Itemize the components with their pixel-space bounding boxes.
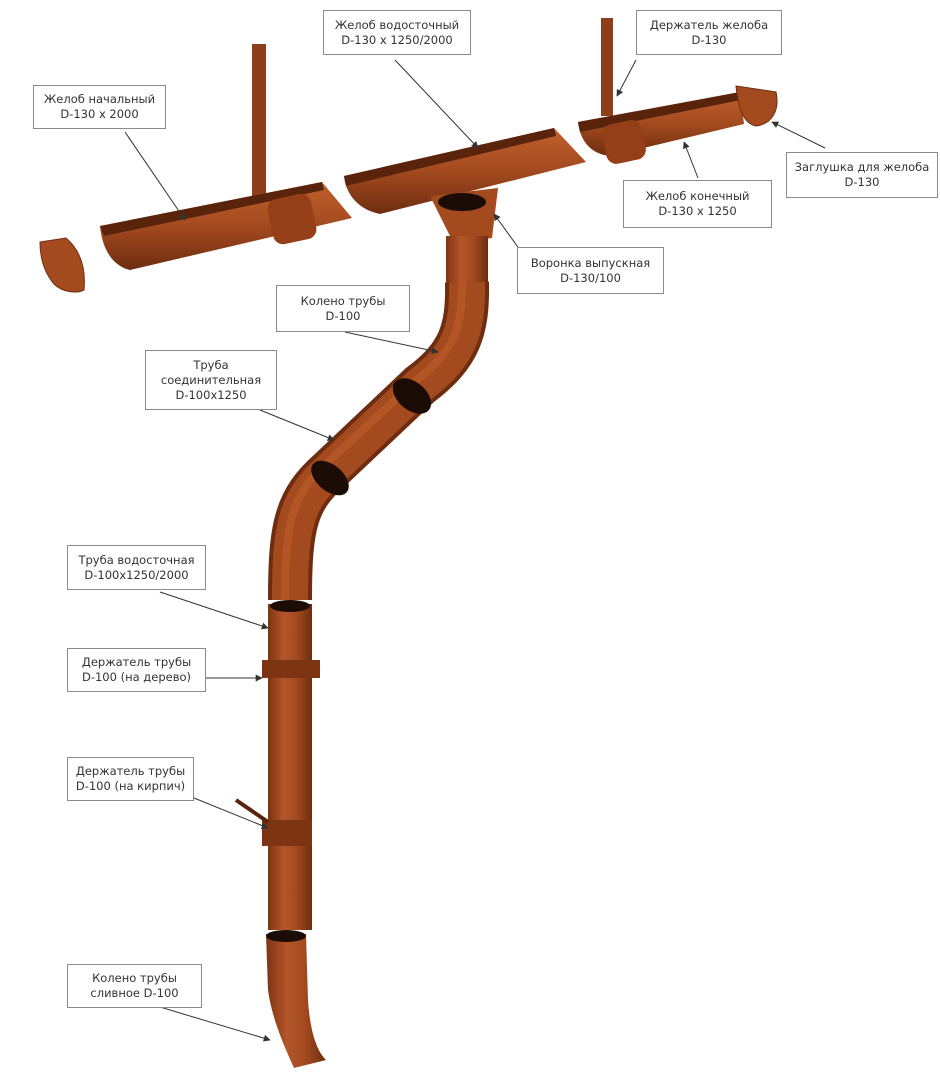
funnel-part [430, 188, 498, 286]
gutter-holders [252, 18, 613, 210]
start-cap-part [39, 237, 85, 293]
main-gutter-part [344, 128, 586, 214]
drain-pipe-part [234, 600, 320, 930]
end-cap-part [735, 85, 778, 127]
start-gutter-part [100, 182, 352, 270]
connecting-pipe-part [268, 281, 490, 601]
end-gutter-part [578, 92, 744, 164]
leader-lines [124, 59, 826, 1042]
outlet-elbow-part [266, 930, 326, 1068]
